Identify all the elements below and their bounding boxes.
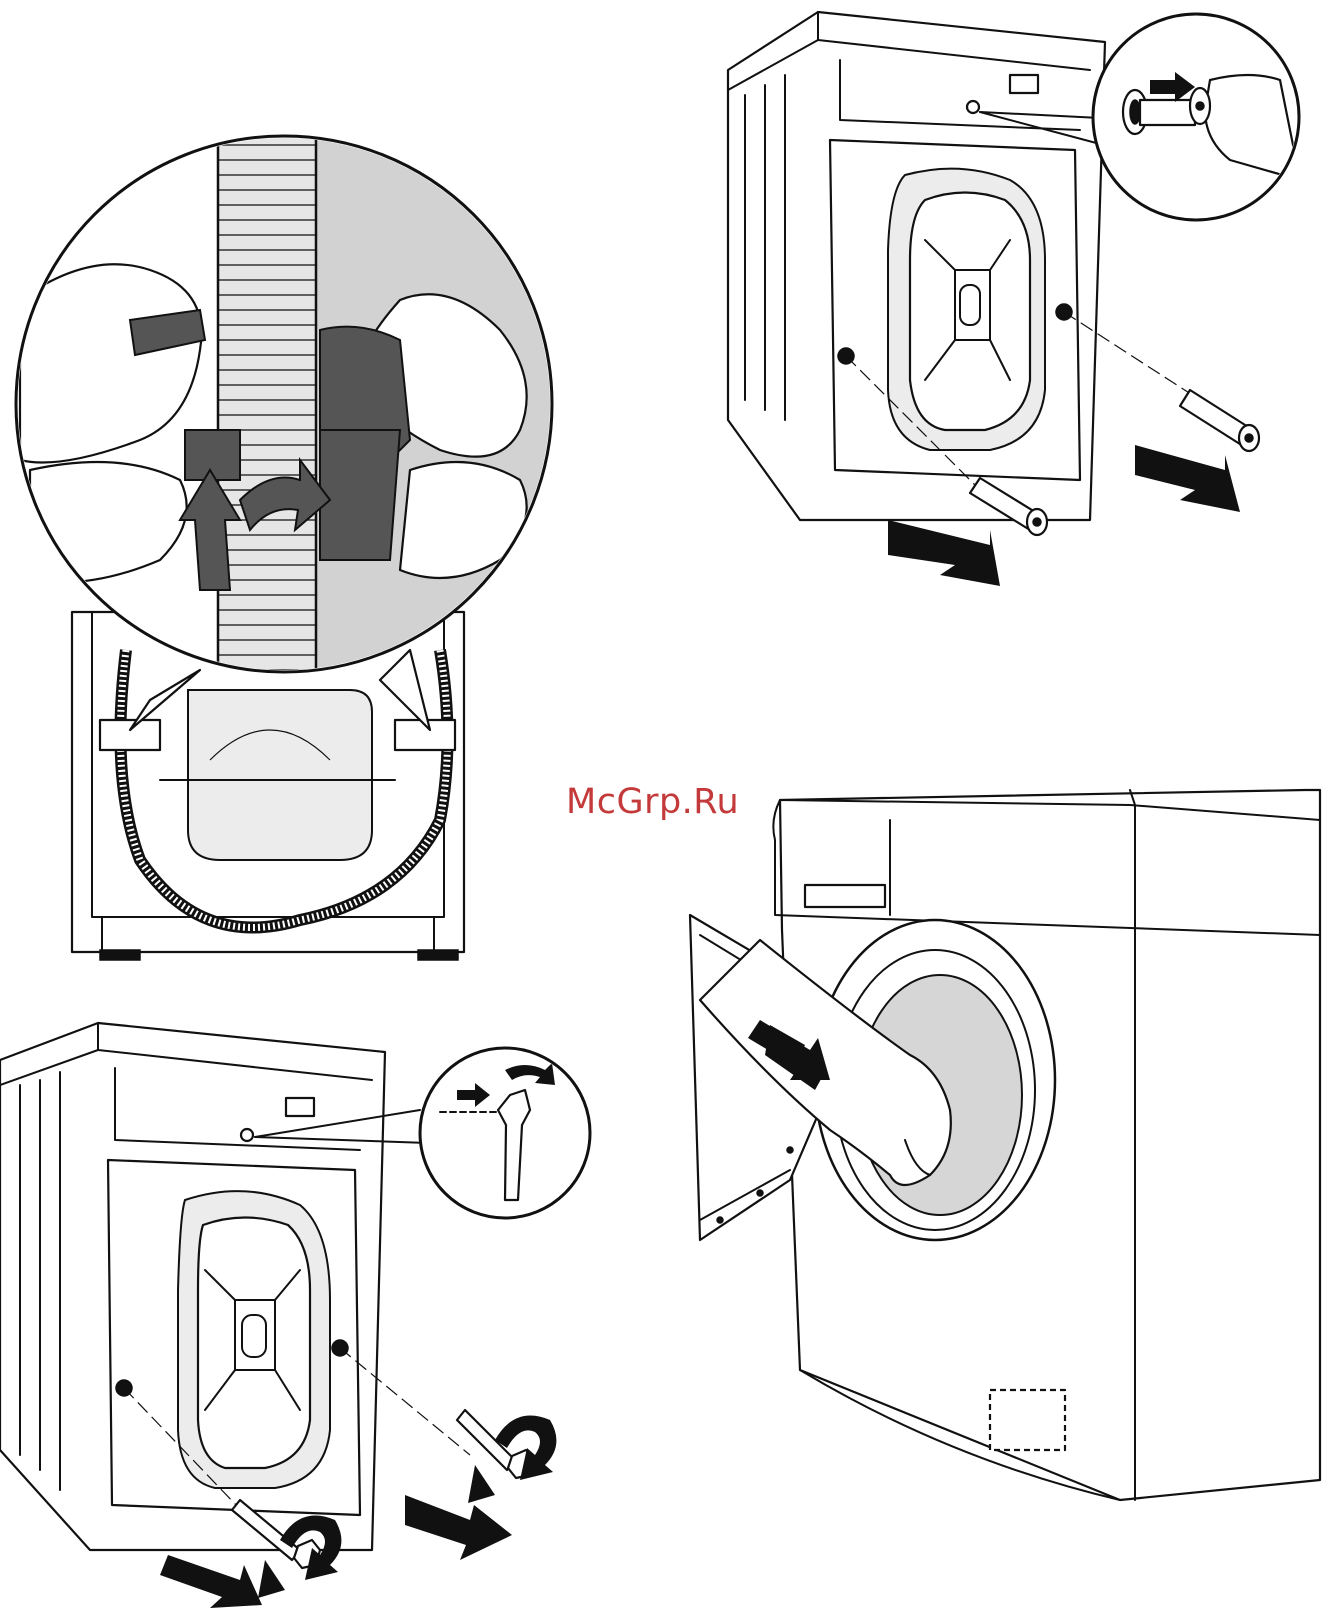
pull-arrow-bolt-right bbox=[405, 1495, 512, 1560]
rear-panel-window bbox=[188, 690, 372, 860]
pull-arrow-right bbox=[1135, 445, 1240, 512]
transport-plugs-illustration bbox=[728, 12, 1300, 586]
watermark-text: McGrp.Ru bbox=[566, 782, 739, 822]
pull-arrow-left bbox=[888, 520, 1000, 586]
transit-bolts-illustration bbox=[0, 1023, 590, 1608]
plug-upper bbox=[1180, 390, 1259, 451]
service-flap bbox=[990, 1390, 1065, 1450]
drum-check-illustration bbox=[690, 790, 1320, 1500]
hose-clip-illustration bbox=[16, 130, 560, 960]
pull-arrow-bolt-left bbox=[160, 1555, 262, 1608]
